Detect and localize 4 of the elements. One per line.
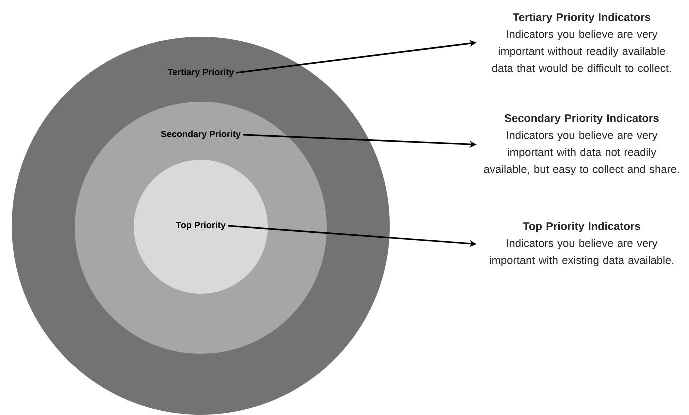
indicator-description: Top Priority Indicators Indicators you believe are very important with existing data available.: [490, 222, 674, 266]
priority-ring: Top Priority: [134, 160, 268, 294]
indicator-description: Tertiary Priority Indicators Indicators you believe are very important without readily available data that would be difficult to collect.: [492, 13, 672, 72]
indicator-description: Secondary Priority Indicators Indicators you believe are very important with data not readily available, but easy to collect and share.: [484, 114, 680, 176]
